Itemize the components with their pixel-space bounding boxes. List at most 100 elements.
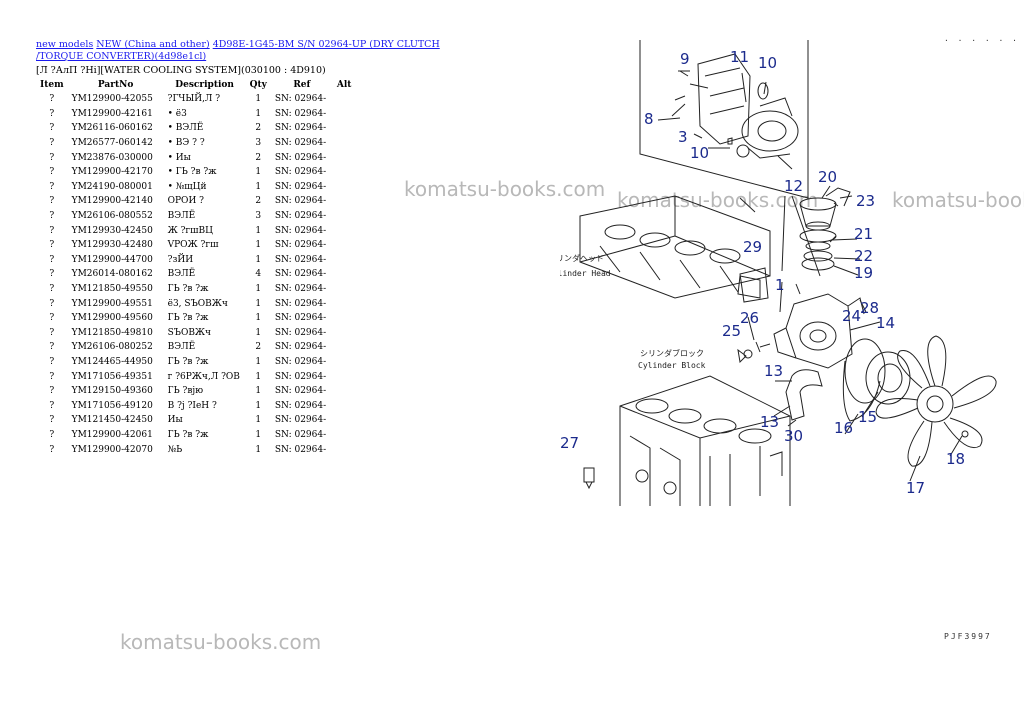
alt-cell [333, 238, 356, 253]
description-cell: ё3, SЪОВЖч [167, 298, 228, 309]
alt-cell [333, 209, 356, 224]
description-cell: Ж ?гшВЦ [167, 225, 213, 236]
figure-code: PJF3997 [944, 632, 992, 641]
description-cell: VРОЖ ?гш [167, 240, 219, 251]
watermark: komatsu-books.com [120, 630, 322, 654]
item-cell: ? [49, 342, 55, 353]
alt-cell [333, 413, 356, 428]
description-cell: • Иы [167, 152, 191, 163]
item-cell: ? [49, 415, 55, 426]
description-cell: • ВЭЛЁ [167, 123, 204, 134]
qty-cell: 1 [255, 108, 262, 119]
callout-number: 24 [842, 307, 861, 325]
partno-cell: YM129900-42070 [71, 444, 153, 455]
item-cell: ? [49, 269, 55, 280]
qty-cell: 1 [255, 254, 262, 265]
qty-cell: 2 [255, 152, 262, 163]
description-cell: ГЬ ?в ?ж [167, 356, 209, 367]
alt-cell [333, 326, 356, 341]
header-partno: PartNo [97, 80, 134, 90]
description-cell: ВЭЛЁ [167, 211, 196, 222]
description-cell: г ?6РЖч,Л ?ОВ [167, 371, 240, 382]
callout-number: 26 [740, 309, 759, 327]
qty-cell: 2 [255, 342, 262, 353]
callout-number: 30 [784, 427, 803, 445]
alt-cell [333, 165, 356, 180]
item-cell: ? [49, 240, 55, 251]
description-cell: ВЭЛЁ [167, 269, 196, 280]
callout-number: 27 [560, 434, 579, 452]
qty-cell: 1 [255, 298, 262, 309]
partno-cell: YM129900-42140 [71, 196, 153, 207]
watermark: komatsu-books.com [404, 177, 606, 201]
parts-table-header: Item PartNo Description Qty Ref Alt [36, 78, 355, 92]
callout-number: 9 [680, 50, 690, 68]
callout-number: 3 [678, 128, 688, 146]
ref-cell: SN: 02964- [274, 254, 327, 265]
partno-cell: YM129150-49360 [71, 386, 153, 397]
callout-number: 20 [818, 168, 837, 186]
ref-cell: SN: 02964- [274, 444, 327, 455]
callout-number: 12 [784, 177, 803, 195]
partno-cell: YM171056-49120 [71, 400, 153, 411]
breadcrumb-link-model[interactable]: 4D98E-1G45-BM S/N 02964-UP (DRY CLUTCH /… [36, 39, 440, 62]
callout-number: 11 [730, 48, 749, 66]
thermostat-stack-drawing [799, 187, 853, 271]
alt-cell [333, 369, 356, 384]
item-cell: ? [49, 181, 55, 192]
item-cell: ? [49, 386, 55, 397]
hose-drawing [785, 369, 823, 421]
callout-number: 25 [722, 322, 741, 340]
item-cell: ? [49, 108, 55, 119]
ref-cell: SN: 02964- [274, 313, 327, 324]
qty-cell: 1 [255, 240, 262, 251]
breadcrumb-link-new-models[interactable]: new models [36, 39, 94, 50]
alt-cell [333, 136, 356, 151]
item-cell: ? [49, 444, 55, 455]
ref-cell: SN: 02964- [274, 225, 327, 236]
description-cell: • ё3 [167, 108, 187, 119]
cylinder-block-label-en: Cylinder Block [638, 361, 706, 370]
qty-cell: 1 [255, 371, 262, 382]
partno-cell: YM23876-030000 [71, 152, 153, 163]
ref-cell: SN: 02964- [274, 284, 327, 295]
description-cell: • ВЭ ? ? [167, 138, 205, 149]
alt-cell [333, 107, 356, 122]
item-cell: ? [49, 196, 55, 207]
parts-table: Item PartNo Description Qty Ref Alt ?YM1… [36, 78, 355, 457]
alt-cell [333, 150, 356, 165]
qty-cell: 1 [255, 386, 262, 397]
ref-cell: SN: 02964- [274, 429, 327, 440]
partno-cell: YM129900-49560 [71, 313, 153, 324]
figure-code-top: . . . . . . [944, 34, 1019, 43]
description-cell: ?зЙИ [167, 254, 194, 265]
exploded-parts-diagram: シリンダヘッド Cylinder Head シリンダブロック Cylinder … [560, 40, 997, 506]
header-ref: Ref [293, 80, 311, 90]
breadcrumb-link-new-china[interactable]: NEW (China and other) [96, 39, 210, 50]
callout-number: 10 [758, 54, 777, 72]
header-qty: Qty [249, 80, 267, 90]
callout-number: 13 [760, 413, 779, 431]
qty-cell: 1 [255, 400, 262, 411]
qty-cell: 4 [255, 269, 262, 280]
qty-cell: 1 [255, 444, 262, 455]
ref-cell: SN: 02964- [274, 94, 327, 105]
item-cell: ? [49, 284, 55, 295]
alt-cell [333, 340, 356, 355]
description-cell: • №щЦй [167, 181, 207, 192]
ref-cell: SN: 02964- [274, 342, 327, 353]
ref-cell: SN: 02964- [274, 269, 327, 280]
item-cell: ? [49, 327, 55, 338]
partno-cell: YM129900-42170 [71, 167, 153, 178]
